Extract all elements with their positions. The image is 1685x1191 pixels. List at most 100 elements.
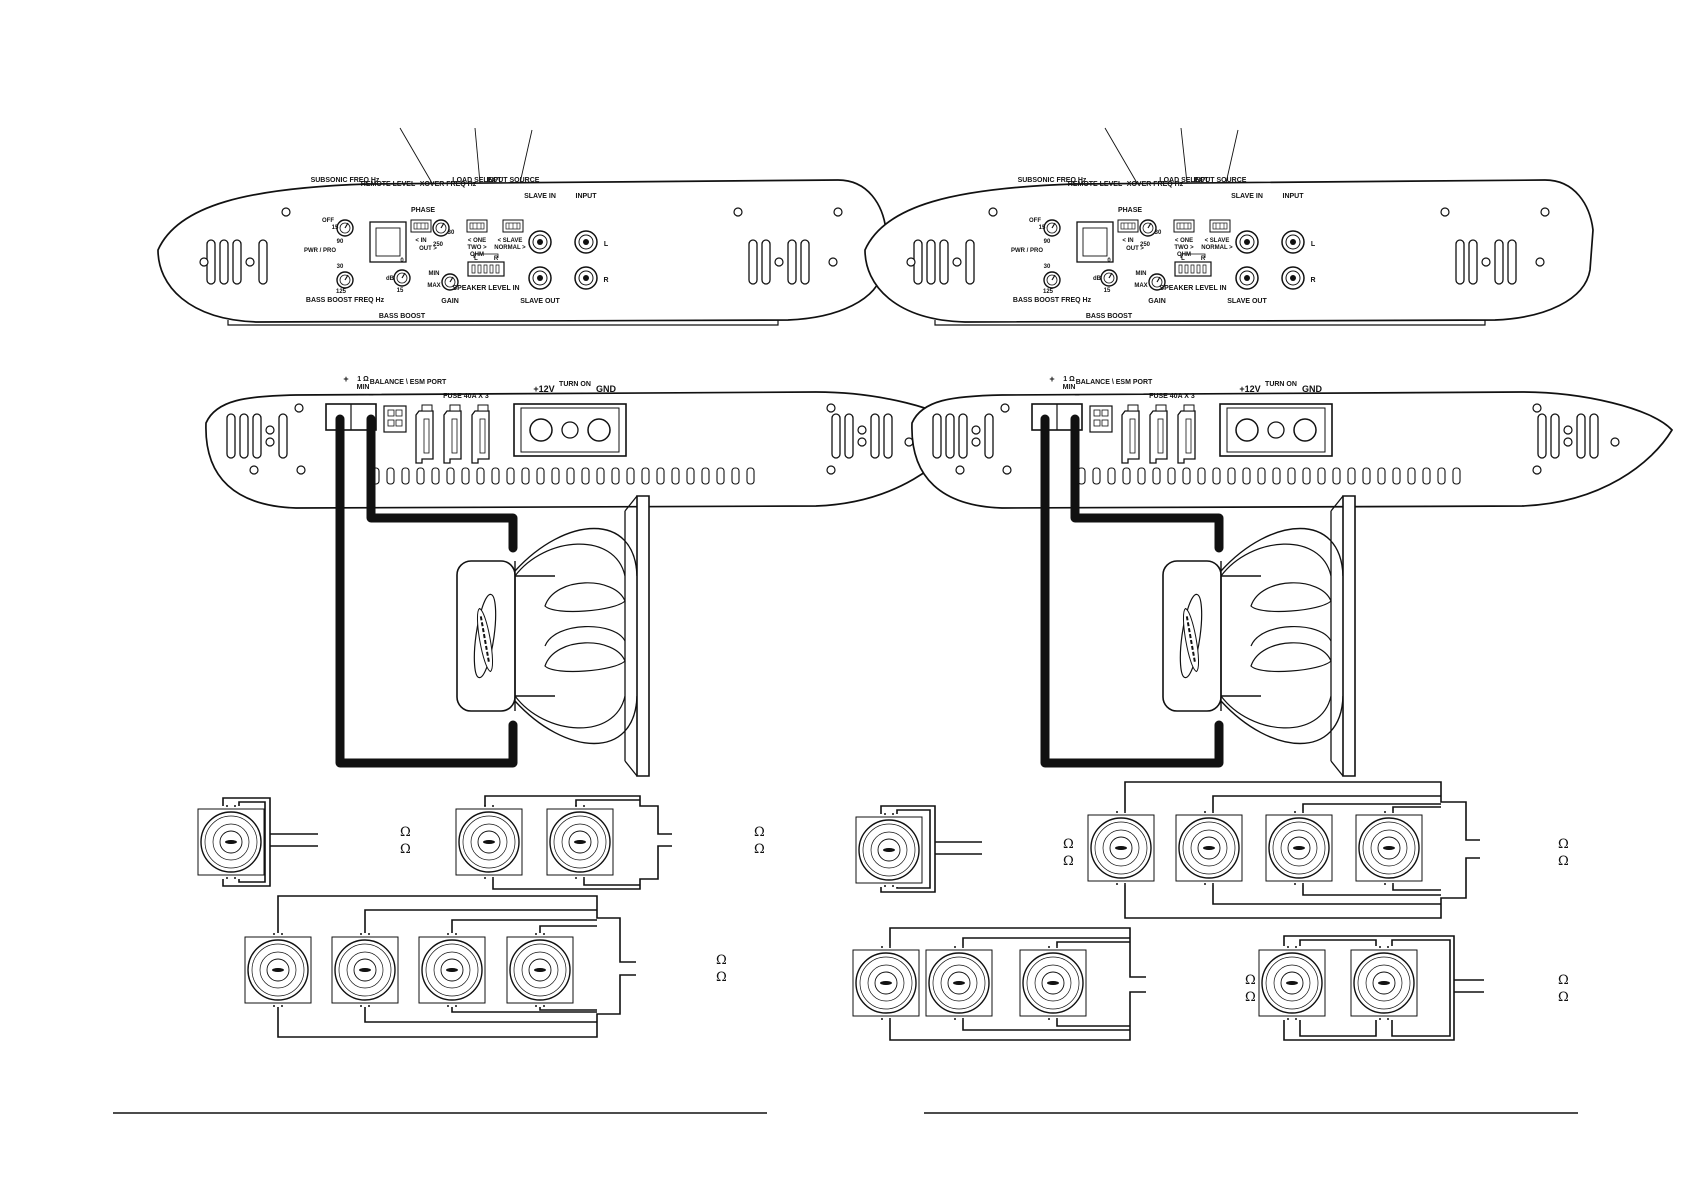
svg-text:< IN: < IN	[415, 238, 426, 244]
svg-text:NORMAL >: NORMAL >	[494, 245, 526, 251]
svg-text:OUT >: OUT >	[419, 246, 437, 252]
svg-text:0: 0	[400, 258, 404, 264]
svg-text:INPUT SOURCE: INPUT SOURCE	[1194, 177, 1247, 184]
svg-text:MIN: MIN	[1063, 384, 1076, 391]
svg-text:< ONE: < ONE	[1175, 238, 1193, 244]
svg-text:SPEAKER LEVEL IN: SPEAKER LEVEL IN	[1159, 285, 1226, 292]
svg-text:R: R	[494, 256, 499, 262]
svg-text:PWR / PRO: PWR / PRO	[1011, 248, 1043, 254]
svg-text:125: 125	[1043, 289, 1054, 295]
svg-text:dB: dB	[386, 276, 395, 282]
svg-text:BASS BOOST: BASS BOOST	[1086, 313, 1133, 320]
svg-text:PHASE: PHASE	[1118, 207, 1142, 214]
svg-text:PHASE: PHASE	[411, 207, 435, 214]
wiring-single-speaker-left: Ω Ω	[197, 797, 411, 887]
svg-text:+12V: +12V	[1239, 384, 1260, 394]
svg-text:L: L	[474, 256, 478, 262]
svg-text:GND: GND	[596, 384, 617, 394]
svg-text:R: R	[1201, 256, 1206, 262]
svg-text:30: 30	[1044, 264, 1051, 270]
svg-text:Ω: Ω	[1063, 837, 1074, 852]
svg-text:250: 250	[433, 242, 444, 248]
svg-text:OFF: OFF	[322, 218, 334, 224]
svg-text:FUSE 40A X 3: FUSE 40A X 3	[1149, 393, 1195, 400]
svg-text:+: +	[343, 374, 348, 384]
svg-text:Ω: Ω	[1245, 990, 1256, 1005]
svg-text:SLAVE IN: SLAVE IN	[524, 193, 556, 200]
wiring-four-speakers-left: Ω Ω	[244, 895, 727, 1038]
svg-text:Ω: Ω	[716, 970, 727, 985]
svg-text:INPUT SOURCE: INPUT SOURCE	[487, 177, 540, 184]
svg-text:L: L	[604, 241, 609, 248]
svg-text:SUBSONIC FREQ Hz: SUBSONIC FREQ Hz	[311, 177, 380, 184]
svg-text:1 Ω: 1 Ω	[357, 376, 369, 383]
svg-text:SLAVE OUT: SLAVE OUT	[520, 298, 560, 305]
svg-text:15: 15	[397, 288, 404, 294]
svg-text:15: 15	[1104, 288, 1111, 294]
svg-text:Ω: Ω	[754, 825, 765, 840]
svg-text:Ω: Ω	[1558, 854, 1569, 869]
wiring-four-speakers-right: Ω Ω Ω Ω	[1063, 781, 1569, 919]
svg-text:BASS BOOST FREQ Hz: BASS BOOST FREQ Hz	[306, 297, 385, 304]
svg-text:OUT >: OUT >	[1126, 246, 1144, 252]
svg-text:OHM: OHM	[1177, 252, 1191, 258]
svg-text:SLAVE OUT: SLAVE OUT	[1227, 298, 1267, 305]
svg-text:Ω: Ω	[1558, 990, 1569, 1005]
wiring-two-speakers-right: Ω Ω Ω Ω	[1245, 935, 1569, 1041]
subwoofer-logo	[476, 607, 494, 673]
svg-text:125: 125	[336, 289, 347, 295]
svg-text:15: 15	[1039, 225, 1046, 231]
svg-text:GND: GND	[1302, 384, 1323, 394]
svg-text:90: 90	[337, 239, 344, 245]
subwoofer-logo	[1182, 607, 1200, 673]
svg-text:OHM: OHM	[470, 252, 484, 258]
svg-text:dB: dB	[1093, 276, 1102, 282]
svg-text:90: 90	[1044, 239, 1051, 245]
svg-text:NORMAL >: NORMAL >	[1201, 245, 1233, 251]
control-panel-right: SUBSONIC FREQ Hz OFF 15 90 PWR / PRO REM…	[865, 177, 1593, 325]
svg-text:XOVER FREQ Hz: XOVER FREQ Hz	[420, 181, 477, 188]
power-panel-right: + 1 Ω MIN − BALANCE \ ESM PORT FUSE 40A …	[912, 374, 1672, 508]
svg-text:GAIN: GAIN	[1148, 298, 1166, 305]
svg-text:R: R	[603, 277, 608, 284]
svg-text:BASS BOOST: BASS BOOST	[379, 313, 426, 320]
svg-text:TWO >: TWO >	[467, 245, 487, 251]
svg-text:SLAVE IN: SLAVE IN	[1231, 193, 1263, 200]
svg-text:30: 30	[448, 230, 455, 236]
svg-text:+12V: +12V	[533, 384, 554, 394]
svg-text:INPUT: INPUT	[1283, 193, 1305, 200]
svg-text:L: L	[1181, 256, 1185, 262]
power-panel-left: + 1 Ω MIN − BALANCE \ ESM PORT FUSE 40A …	[206, 374, 966, 508]
svg-text:GAIN: GAIN	[441, 298, 459, 305]
svg-text:< SLAVE: < SLAVE	[498, 238, 523, 244]
wiring-single-speaker-right	[855, 805, 982, 893]
svg-text:250: 250	[1140, 242, 1151, 248]
svg-text:XOVER FREQ Hz: XOVER FREQ Hz	[1127, 181, 1184, 188]
svg-text:REMOTE LEVEL: REMOTE LEVEL	[1068, 181, 1123, 188]
svg-text:MIN: MIN	[1136, 271, 1147, 277]
svg-text:MIN: MIN	[357, 384, 370, 391]
svg-text:SUBSONIC FREQ Hz: SUBSONIC FREQ Hz	[1018, 177, 1087, 184]
svg-text:0: 0	[1107, 258, 1111, 264]
svg-text:TURN ON: TURN ON	[1265, 381, 1297, 388]
svg-text:< IN: < IN	[1122, 238, 1133, 244]
svg-text:< SLAVE: < SLAVE	[1205, 238, 1230, 244]
svg-text:TWO >: TWO >	[1174, 245, 1194, 251]
svg-text:Ω: Ω	[716, 953, 727, 968]
svg-text:−: −	[1074, 390, 1079, 400]
wiring-two-speakers-left: Ω Ω	[455, 795, 765, 890]
svg-text:PWR / PRO: PWR / PRO	[304, 248, 336, 254]
svg-text:OFF: OFF	[1029, 218, 1041, 224]
svg-text:Ω: Ω	[1063, 854, 1074, 869]
svg-text:INPUT: INPUT	[576, 193, 598, 200]
left-page: SUBSONIC FREQ Hz OFF 15 90 PWR / PRO REM…	[113, 127, 966, 1114]
svg-text:Ω: Ω	[754, 842, 765, 857]
svg-text:MIN: MIN	[429, 271, 440, 277]
svg-text:Ω: Ω	[1558, 973, 1569, 988]
svg-text:BASS BOOST FREQ Hz: BASS BOOST FREQ Hz	[1013, 297, 1092, 304]
svg-text:R: R	[1310, 277, 1315, 284]
svg-text:30: 30	[337, 264, 344, 270]
svg-text:REMOTE LEVEL: REMOTE LEVEL	[361, 181, 416, 188]
svg-text:Ω: Ω	[1558, 837, 1569, 852]
